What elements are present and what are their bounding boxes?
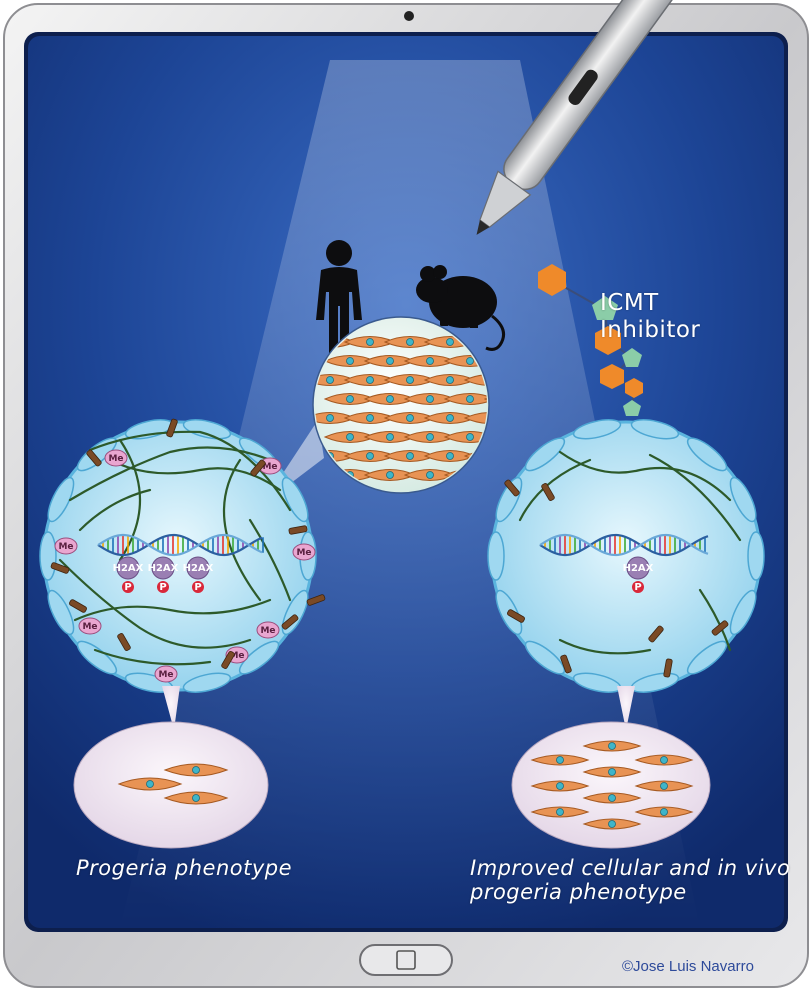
methyl-label: Me (262, 462, 277, 472)
treated-nucleus: H2AX P (487, 419, 765, 693)
phospho-label: P (159, 582, 166, 593)
phospho-label: P (634, 582, 641, 593)
h2ax-marks-right: H2AX P (623, 556, 654, 593)
cell-icon (363, 431, 417, 443)
icmt-inhibitor-label: ICMT Inhibitor (600, 290, 700, 344)
icmt-inhibitor-molecule-icon (538, 264, 643, 416)
cell-icon (634, 754, 694, 766)
cell-icon (423, 450, 477, 462)
cell-icon (163, 763, 229, 777)
phospho-label: P (124, 582, 131, 593)
cell-icon (582, 740, 642, 752)
cell-icon (582, 792, 642, 804)
methyl-label: Me (260, 626, 275, 636)
cell-icon (443, 393, 487, 405)
h2ax-label: H2AX (113, 563, 144, 574)
h2ax-label: H2AX (623, 563, 654, 574)
methyl-label: Me (82, 622, 97, 632)
phospho-label: P (194, 582, 201, 593)
h2ax-marks-left: H2AX P H2AX P H2AX P (113, 556, 214, 593)
cell-icon (403, 355, 457, 367)
cell-icon (323, 393, 377, 405)
cell-icon (117, 777, 183, 791)
h2ax-label: H2AX (183, 563, 214, 574)
human-silhouette-icon (316, 240, 362, 360)
methyl-label: Me (229, 651, 244, 661)
methyl-label: Me (108, 454, 123, 464)
h2ax-label: H2AX (148, 563, 179, 574)
icmt-line1: ICMT (600, 290, 659, 316)
cell-icon (383, 450, 437, 462)
cell-icon (530, 780, 590, 792)
cell-icon (530, 806, 590, 818)
home-button-icon (359, 944, 453, 976)
improved-line2: progeria phenotype (470, 880, 687, 904)
cell-icon (363, 355, 417, 367)
improved-cells-disc (511, 686, 711, 849)
progeria-nucleus: H2AX P H2AX P H2AX P Me Me Me Me Me Me M… (39, 418, 326, 693)
cell-icon (323, 431, 377, 443)
mouse-silhouette-icon (416, 265, 506, 351)
methyl-label: Me (296, 548, 311, 558)
icmt-line2: Inhibitor (600, 317, 701, 343)
cell-icon (383, 374, 437, 386)
progeria-cells-disc (73, 686, 269, 849)
cell-icon (403, 431, 457, 443)
cell-icon (634, 780, 694, 792)
methyl-label: Me (158, 670, 173, 680)
cell-icon (323, 355, 377, 367)
improved-line1: Improved cellular and in vivo (470, 856, 791, 880)
cell-icon (634, 806, 694, 818)
cell-icon (582, 766, 642, 778)
methyl-label: Me (58, 542, 73, 552)
cell-icon (163, 791, 229, 805)
progeria-phenotype-label: Progeria phenotype (76, 856, 293, 880)
stylus-pen-icon (476, 0, 676, 235)
cell-icon (582, 818, 642, 830)
cell-icon (343, 412, 397, 424)
cell-icon (383, 412, 437, 424)
cell-icon (530, 754, 590, 766)
camera-icon (404, 11, 414, 21)
author-credit: ©Jose Luis Navarro (622, 958, 754, 975)
improved-phenotype-label: Improved cellular and in vivo progeria p… (470, 856, 790, 904)
